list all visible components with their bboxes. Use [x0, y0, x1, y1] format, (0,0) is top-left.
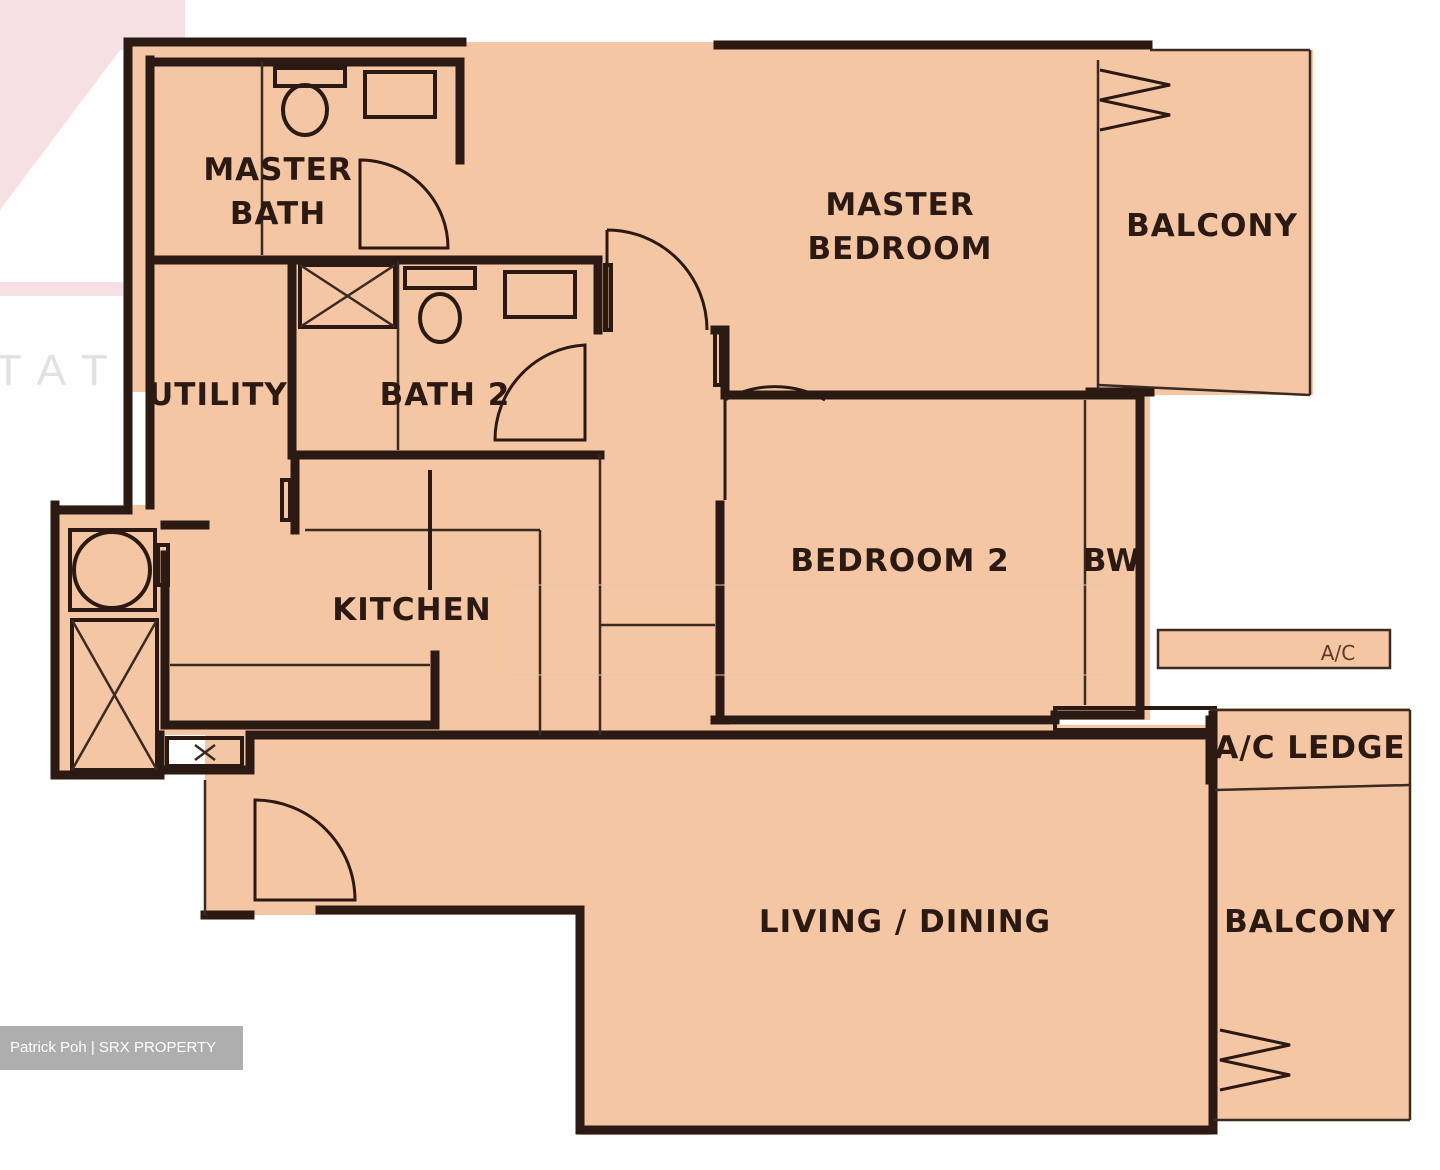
- label-master-bath-line1: MASTER: [203, 152, 352, 188]
- label-ac-ledge: A/C LEDGE: [1214, 730, 1405, 766]
- label-bedroom-2: BEDROOM 2: [790, 543, 1009, 579]
- floor-fill: [55, 42, 1410, 1135]
- photo-credit: Patrick Poh | SRX PROPERTY: [0, 1026, 243, 1070]
- label-kitchen: KITCHEN: [332, 592, 492, 628]
- label-bw: BW: [1083, 543, 1141, 579]
- sliding-window-top: [1099, 68, 1171, 132]
- label-balcony-bottom: BALCONY: [1224, 904, 1396, 940]
- label-master-bedroom-line1: MASTER: [825, 187, 974, 223]
- label-master-bath-line2: BATH: [230, 196, 326, 232]
- watermark-logo: [0, 0, 185, 210]
- fixture-lines: [170, 48, 1412, 1122]
- ghost-fragment: [509, 584, 1111, 676]
- label-living-dining: LIVING / DINING: [759, 904, 1051, 940]
- interior-walls: [145, 55, 1217, 785]
- sliding-window-bottom: [1219, 1028, 1291, 1092]
- exterior-walls: [50, 37, 1218, 1135]
- label-utility: UTILITY: [148, 377, 288, 413]
- watermark-bar: [0, 282, 160, 296]
- bathroom-fixtures: [273, 66, 577, 344]
- room-labels: MASTER BATH MASTER BEDROOM BALCONY UTILI…: [148, 152, 1405, 940]
- label-master-bedroom-line2: BEDROOM: [808, 231, 993, 267]
- label-balcony-top: BALCONY: [1126, 208, 1298, 244]
- doors: [156, 158, 826, 902]
- label-bath-2: BATH 2: [380, 377, 511, 413]
- label-ac: A/C: [1321, 641, 1355, 665]
- utility-fixtures: [68, 470, 432, 772]
